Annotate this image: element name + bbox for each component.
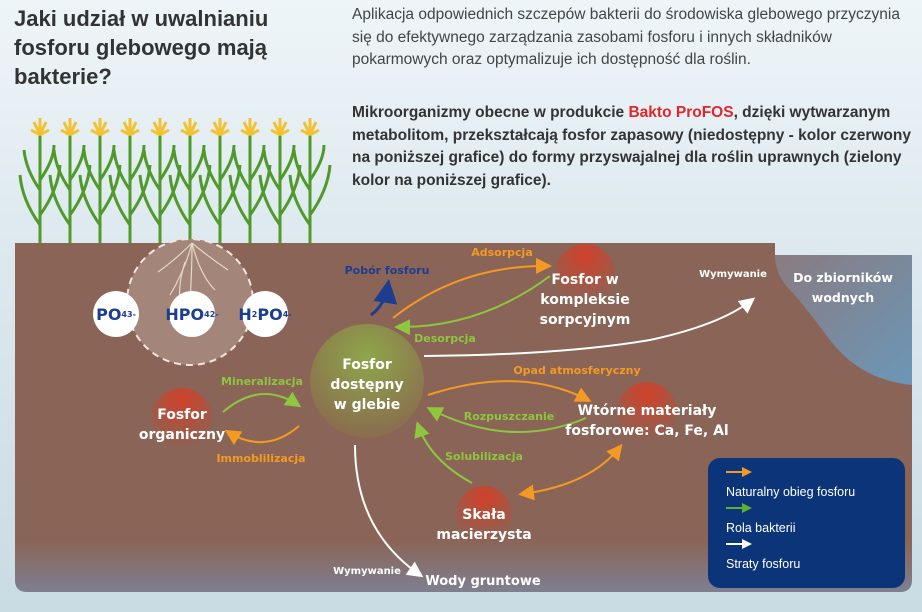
ion-base: HPO (165, 304, 205, 324)
parent-rock-circle (456, 486, 512, 542)
line: Wtórne materiały (577, 403, 717, 419)
corn-tassel (120, 118, 140, 137)
line: macierzysta (436, 527, 532, 543)
line: dostępny (330, 377, 404, 393)
ion-prefix-sub: 2 (251, 309, 258, 319)
legend: Naturalny obieg fosforu Rola bakterii St… (708, 458, 905, 588)
bold-text-end: , dzięki wytwarzanym metabolitom, przeks… (352, 104, 911, 189)
sorption-complex-circle (555, 244, 615, 304)
solubilization-label: Solubilizacja (445, 450, 523, 463)
corn-tassel (210, 118, 230, 137)
ion-charge: 2- (209, 309, 219, 319)
ion-sub: 4 (204, 309, 210, 319)
ion-base: PO (96, 304, 122, 324)
bold-text-start: Mikroorganizmy obecne w produkcie (352, 104, 629, 121)
uptake-arrow (370, 279, 398, 317)
corn-tassel (270, 118, 290, 137)
adsorption-label: Adsorpcja (471, 246, 533, 259)
leaching-top-arrow (423, 297, 756, 357)
line: fosforowe: Ca, Fe, Al (565, 423, 729, 439)
rock-secondary-arrow (518, 443, 623, 501)
ion-prefix: H (238, 304, 252, 324)
ion-sub: 4 (121, 309, 127, 319)
secondary-materials-label: Wtórne materiały fosforowe: Ca, Fe, Al (565, 401, 728, 441)
corn-tassel (90, 118, 110, 137)
dissolution-label: Rozpuszczanie (463, 410, 555, 423)
deposition-arrow (427, 380, 592, 402)
line: Fosfor w (551, 272, 619, 288)
groundwater-label: Wody gruntowe (425, 574, 541, 589)
solubilization-arrow (414, 421, 473, 484)
corn-plants (18, 118, 332, 243)
line: wodnych (811, 290, 875, 305)
available-phosphorus-circle (310, 324, 424, 438)
desorption-arrow (394, 275, 551, 336)
corn-tassel (30, 118, 50, 137)
corn-tassel (150, 118, 170, 137)
organic-phosphorus-circle (152, 388, 212, 448)
legend-phosphorus-losses: Straty fosforu (726, 557, 801, 571)
line: organiczny (138, 427, 226, 443)
leaching-top-label: Wymywanie (699, 269, 767, 280)
parent-rock-label: Skała macierzysta (436, 505, 531, 545)
ion-charge: - (288, 309, 292, 319)
line: Fosfor (157, 407, 207, 423)
desorption-label: Desorpcja (414, 332, 476, 345)
brand-name: Bakto ProFOS (628, 104, 734, 121)
immobilization-arrow (224, 425, 300, 446)
line: Skała (462, 507, 506, 523)
corn-tassel (180, 118, 200, 137)
corn-tassel (240, 118, 260, 137)
water-bodies-area (775, 255, 912, 385)
line: sorpcyjnym (539, 312, 631, 328)
ion-base: PO (257, 304, 283, 324)
legend-bacteria-role: Rola bakterii (726, 521, 796, 535)
line: kompleksie (540, 292, 630, 308)
bacteria-paragraph: Mikroorganizmy obecne w produkcie Bakto … (352, 102, 912, 192)
immobilization-label: Immoblilizacja (216, 452, 306, 465)
dissolution-arrow (426, 407, 587, 433)
mineralization-label: Mineralizacja (221, 375, 303, 388)
ion-sub: 4 (282, 309, 289, 319)
leaching-bottom-label: Wymywanie (333, 566, 401, 577)
ion-charge: 3- (127, 309, 136, 319)
line: Do zbiorników (793, 270, 893, 285)
leaching-bottom-arrow (354, 444, 424, 578)
page-title: Jaki udział w uwalnianiu fosforu glebowe… (14, 6, 269, 89)
organic-phosphorus-label: Fosfor organiczny (139, 405, 225, 445)
uptake-label: Pobór fosforu (344, 264, 430, 277)
corn-tassel (60, 118, 80, 137)
corn-plant (288, 135, 332, 243)
available-phosphorus-label: Fosfor dostępny w glebie (330, 355, 403, 415)
water-bodies-label: Do zbiorników wodnych (793, 268, 893, 308)
line: Fosfor (342, 357, 392, 373)
sorption-complex-label: Fosfor w kompleksie sorpcyjnym (540, 270, 631, 330)
secondary-materials-circle (617, 382, 677, 442)
deposition-label: Opad atmosferyczny (513, 364, 641, 377)
white-arrow-icon (726, 539, 752, 549)
green-arrow-icon (726, 503, 752, 513)
corn-tassel (300, 118, 320, 137)
intro-paragraph: Aplikacja odpowiednich szczepów bakterii… (352, 6, 900, 68)
legend-natural-cycle: Naturalny obieg fosforu (726, 485, 856, 499)
orange-arrow-icon (726, 467, 752, 477)
mineralization-arrow (222, 391, 302, 413)
adsorption-arrow (392, 257, 552, 319)
line: w glebie (333, 397, 401, 413)
